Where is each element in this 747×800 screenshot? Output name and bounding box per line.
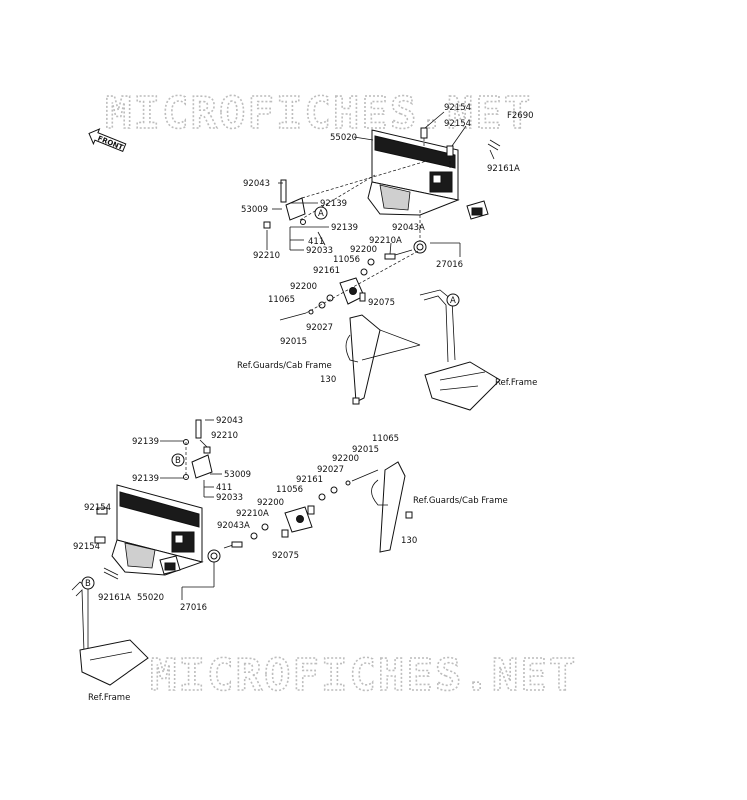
label-92154-top-b: 92154 [444,119,471,129]
label-27016-top: 27016 [436,260,463,270]
label-ref-frame-bottom: Ref.Frame [88,693,130,703]
label-92154-bottom-b: 92154 [73,542,100,552]
label-55020-bottom: 55020 [137,593,164,603]
label-92075-bottom: 92075 [272,551,299,561]
label-92139-bottom-a: 92139 [132,437,159,447]
bottom-assembly: B B 92043 92139 92210 92139 53009 411 92… [71,416,508,703]
label-11056-bottom: 11056 [276,485,303,495]
bolts-92154-top [420,127,454,168]
label-92210-bottom: 92210 [211,431,238,441]
label-92015-top: 92015 [280,337,307,347]
label-92139-bottom-b: 92139 [132,474,159,484]
label-92210A-bottom: 92210A [236,509,269,519]
watermark-bottom: MICROFICHES.NET [150,650,577,701]
label-411-bottom: 411 [216,483,232,493]
label-130-bottom: 130 [401,536,417,546]
main-frame-top [419,289,501,411]
label-92043-top: 92043 [243,179,270,189]
label-92154-bottom-a: 92154 [84,503,111,513]
guard-frame-bottom [371,461,413,553]
callout-b-bottom-frame [81,576,95,590]
callout-b-bottom-left [171,453,185,467]
label-11065-top: 11065 [268,295,295,305]
label-92139-top-b: 92139 [331,223,358,233]
label-92154-top-a: 92154 [444,103,471,113]
label-92033-top: 92033 [306,246,333,256]
label-ref-guards-bottom: Ref.Guards/Cab Frame [413,496,508,506]
mirror-housing-bottom [111,484,204,576]
top-assembly: A A 92154 92154 55020 92161A 92043 92139… [237,103,537,411]
bracket-53009-bottom [183,419,213,480]
label-11056-top: 11056 [333,255,360,265]
label-53009-top: 53009 [241,205,268,215]
label-92161A-bottom: 92161A [98,593,131,603]
label-ref-guards-top: Ref.Guards/Cab Frame [237,361,332,371]
figure-code: F2690 [507,111,534,121]
label-411-top: 411 [308,237,324,247]
label-11065-bottom: 11065 [372,434,399,444]
label-92210-top: 92210 [253,251,280,261]
label-53009-bottom: 53009 [224,470,251,480]
callout-a-text: A [450,296,456,306]
label-92139-top-a: 92139 [320,199,347,209]
damper-92161A-bottom [103,555,181,580]
callout-b-text: B [85,579,91,589]
bolts-92154-bottom [94,507,108,544]
callout-a-text: A [318,209,324,219]
bracket-53009-top [263,159,431,229]
label-92200-top-b: 92200 [290,282,317,292]
label-92200-top-a: 92200 [350,245,377,255]
label-55020-top: 55020 [330,133,357,143]
label-92015-bottom: 92015 [352,445,379,455]
callout-a-top-left [314,206,328,220]
label-ref-frame-top: Ref.Frame [495,378,537,388]
label-92043-bottom: 92043 [216,416,243,426]
watermark-top: MICROFICHES.NET [105,88,532,139]
label-92043A-top: 92043A [392,223,425,233]
label-92043A-bottom: 92043A [217,521,250,531]
label-92033-bottom: 92033 [216,493,243,503]
mirror-housing-top [367,129,460,216]
label-92200-bottom-b: 92200 [332,454,359,464]
label-92161-top: 92161 [313,266,340,276]
stay-top [279,210,427,321]
label-92161-bottom: 92161 [296,475,323,485]
label-130-top: 130 [320,375,336,385]
label-92161A-top: 92161A [487,164,520,174]
label-92027-bottom: 92027 [317,465,344,475]
callout-b-text: B [175,456,181,466]
label-27016-bottom: 27016 [180,603,207,613]
callout-a-top-right [446,293,460,307]
label-92200-bottom-a: 92200 [257,498,284,508]
damper-92161A-top [466,139,501,220]
label-92075-top: 92075 [368,298,395,308]
stay-bottom [207,469,379,563]
guard-frame-top [345,314,421,405]
label-92210A-top: 92210A [369,236,402,246]
label-92027-top: 92027 [306,323,333,333]
